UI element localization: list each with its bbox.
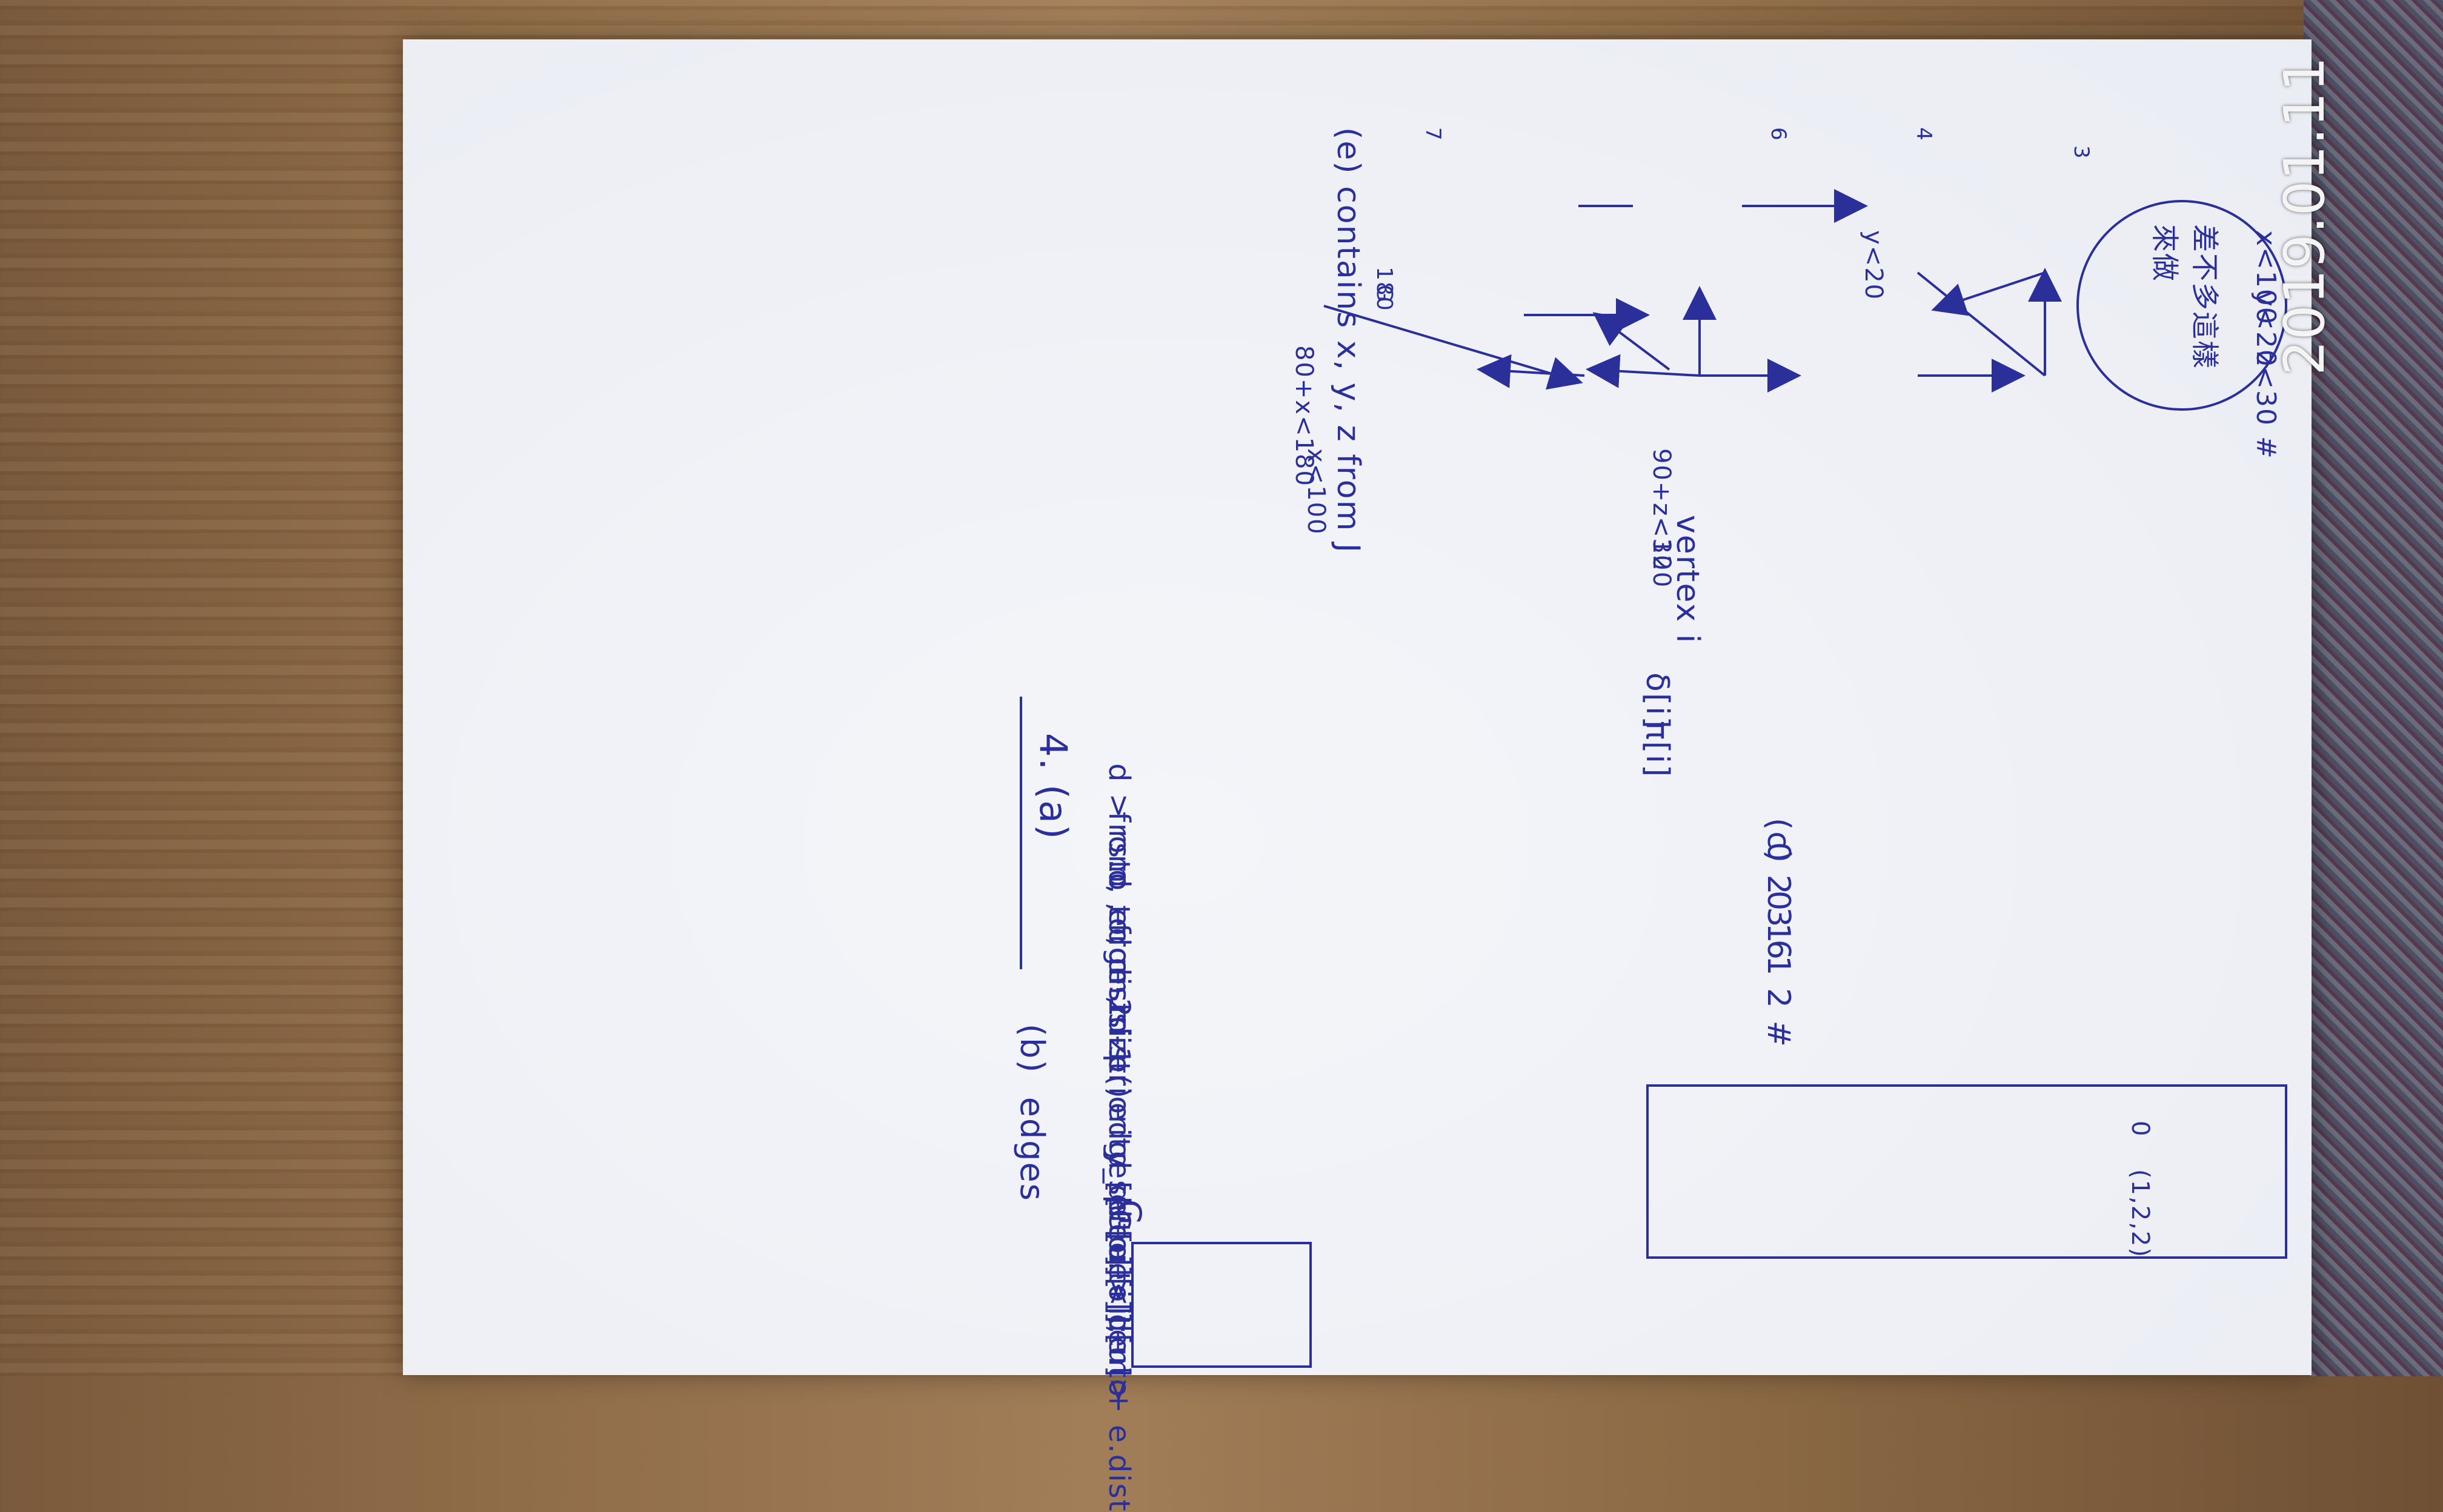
- node-D-order: 4: [1912, 127, 1936, 142]
- table-header-row: vertex i: [1669, 515, 1706, 645]
- node-C-order: 6: [1766, 127, 1790, 142]
- edges-value-0: (1,2,2): [2126, 1169, 2154, 1258]
- pi-row-label: π[i]: [1639, 721, 1675, 778]
- graph-title: (e) contains x, y, z from J: [1330, 127, 1366, 554]
- handwritten-content: (e) contains x, y, z from J 180 G 80+x<1…: [397, 91, 2312, 1512]
- edge-H-G: [1586, 354, 1700, 388]
- edges-table: [1646, 1084, 2287, 1259]
- fabric-edge: [2304, 0, 2443, 1376]
- graph-drawing: [1020, 189, 2062, 969]
- edges-index-0: 0: [2126, 1121, 2154, 1138]
- adjacency-list-box: [1131, 1242, 1312, 1368]
- answers-heading: 4. (a): [1031, 733, 1075, 841]
- circle-note: 差不多這樣來做: [2149, 224, 2221, 370]
- photo-date-stamp: 2019.01.11: [2272, 56, 2337, 376]
- paper-sheet: [403, 39, 2312, 1375]
- edge-G-F: [1477, 354, 1585, 388]
- node-E-order: 3: [2069, 145, 2093, 160]
- answer-c-row-2: 0 1 1 2 #: [1760, 890, 1797, 1049]
- node-D-side: y<20: [1860, 230, 1887, 301]
- edge-J-D: [1916, 271, 2046, 377]
- edge-H-B: [1592, 312, 1670, 371]
- note-x100: x<100: [1302, 448, 1330, 536]
- node-B-order: 7: [1421, 127, 1445, 142]
- edge-A-G: [1323, 305, 1583, 390]
- edges-label: (b) edges: [1013, 1024, 1051, 1202]
- node-A-box-value: G: [1372, 285, 1397, 303]
- edge-E-D: [1931, 271, 2046, 316]
- adjacency-label: G: [1110, 1199, 1148, 1226]
